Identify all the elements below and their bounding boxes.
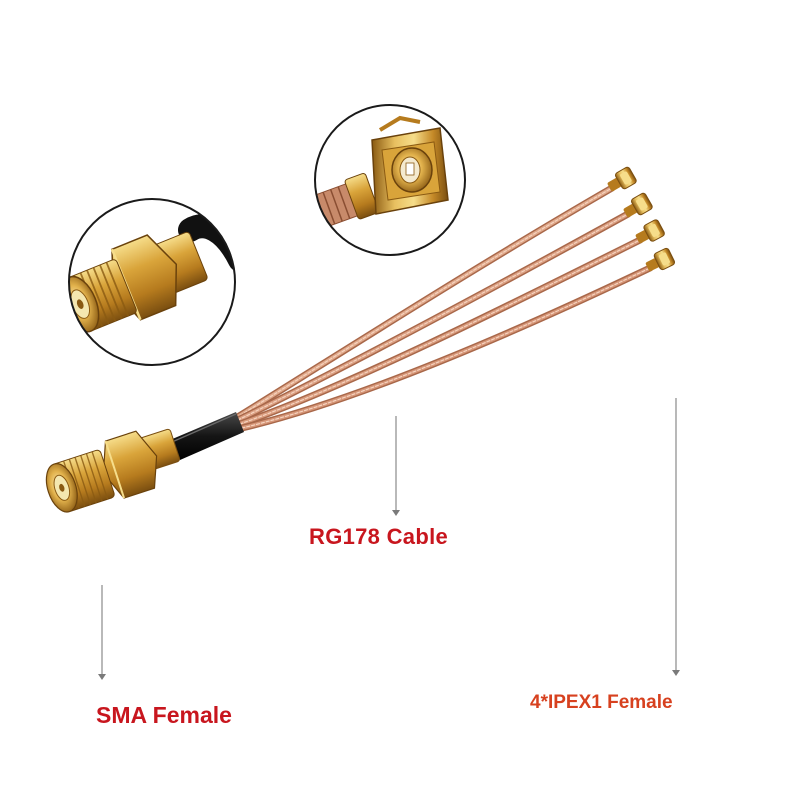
leader-arrow-sma <box>98 674 106 680</box>
ipex-connectors <box>607 166 676 272</box>
label-sma-female: SMA Female <box>96 702 232 728</box>
leader-lines <box>101 398 677 676</box>
ipex-connector-icon <box>635 219 665 244</box>
leader-arrow-cable <box>392 510 400 516</box>
label-rg178-cable: RG178 Cable <box>309 524 449 549</box>
sma-female-connector-icon <box>45 428 181 513</box>
ipex-connector-icon <box>607 166 637 192</box>
inset-ipex-closeup <box>314 104 466 256</box>
ipex-connector-icon <box>623 192 653 218</box>
inset-sma-closeup <box>68 198 236 366</box>
cable-jacket <box>170 412 244 460</box>
label-ipex-female: 4*IPEX1 Female <box>530 692 673 713</box>
leader-arrow-ipex <box>672 670 680 676</box>
ipex-connector-icon <box>645 247 676 272</box>
rg178-cables <box>232 184 654 432</box>
